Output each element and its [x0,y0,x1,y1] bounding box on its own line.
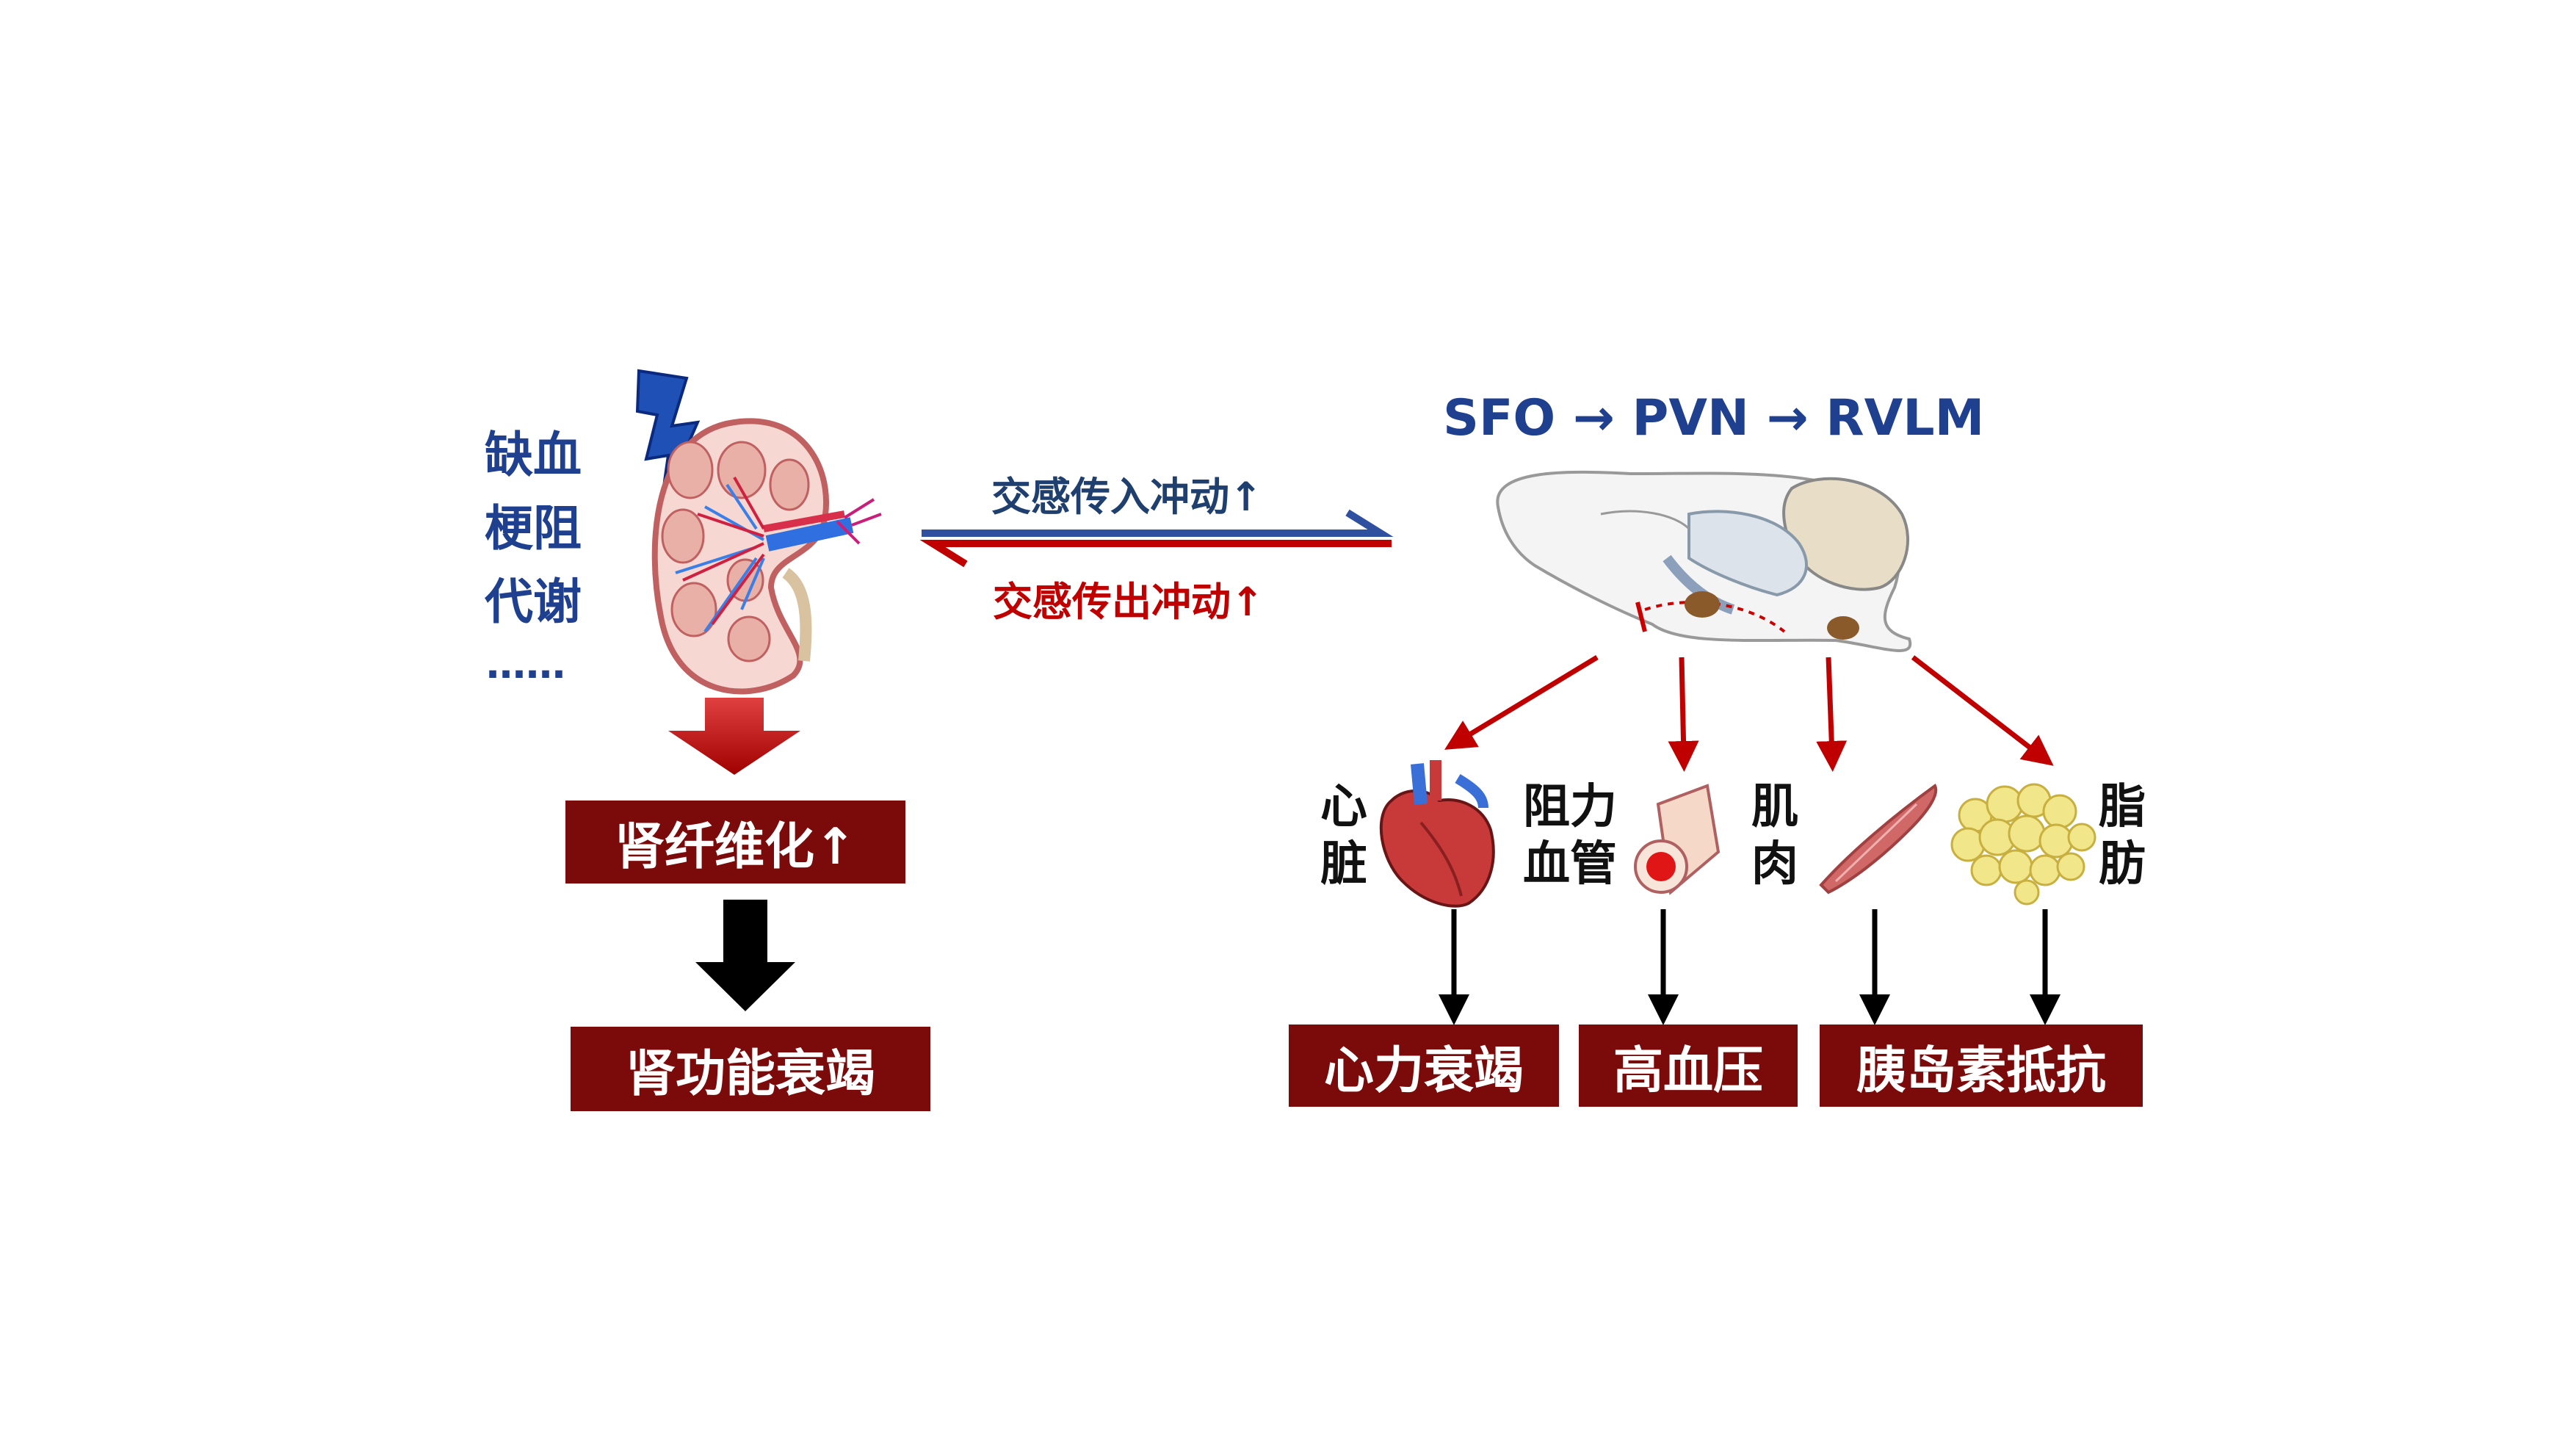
black-down-arrow-icon [695,900,795,1011]
blood-vessel-icon [1634,784,1721,895]
afferent-arrow [922,509,1394,537]
efferent-arrow [919,540,1392,568]
brain-pathway-label: SFO → PVN → RVLM [1443,389,1985,447]
hypertension-box: 高血压 [1579,1025,1798,1107]
organ-label-heart: 心 脏 [1320,780,1367,892]
cause-metabolic: 代谢 [485,574,582,630]
organ-label-fat: 脂 肪 [2099,780,2146,892]
afferent-label: 交感传入冲动↑ [991,474,1263,520]
organ-label-vessel: 阻力 血管 [1523,780,1617,892]
cause-obstruction: 梗阻 [485,500,582,557]
heart-icon [1379,760,1495,908]
cause-ellipsis: …… [486,641,565,687]
fat-cells-icon [1950,783,2096,906]
cause-ischemia: 缺血 [485,427,582,483]
red-down-arrow-icon [668,698,800,775]
muscle-icon [1819,783,1938,895]
renal-fibrosis-box: 肾纤维化↑ [565,801,905,884]
insulin-resistance-box: 胰岛素抵抗 [1820,1025,2143,1107]
lightning-bolt-icon [635,369,701,507]
efferent-label: 交感传出冲动↑ [993,579,1265,625]
organ-label-muscle: 肌 肉 [1751,780,1798,892]
heart-failure-box: 心力衰竭 [1289,1025,1559,1107]
kidney-icon [651,418,829,695]
renal-failure-box: 肾功能衰竭 [571,1027,930,1111]
